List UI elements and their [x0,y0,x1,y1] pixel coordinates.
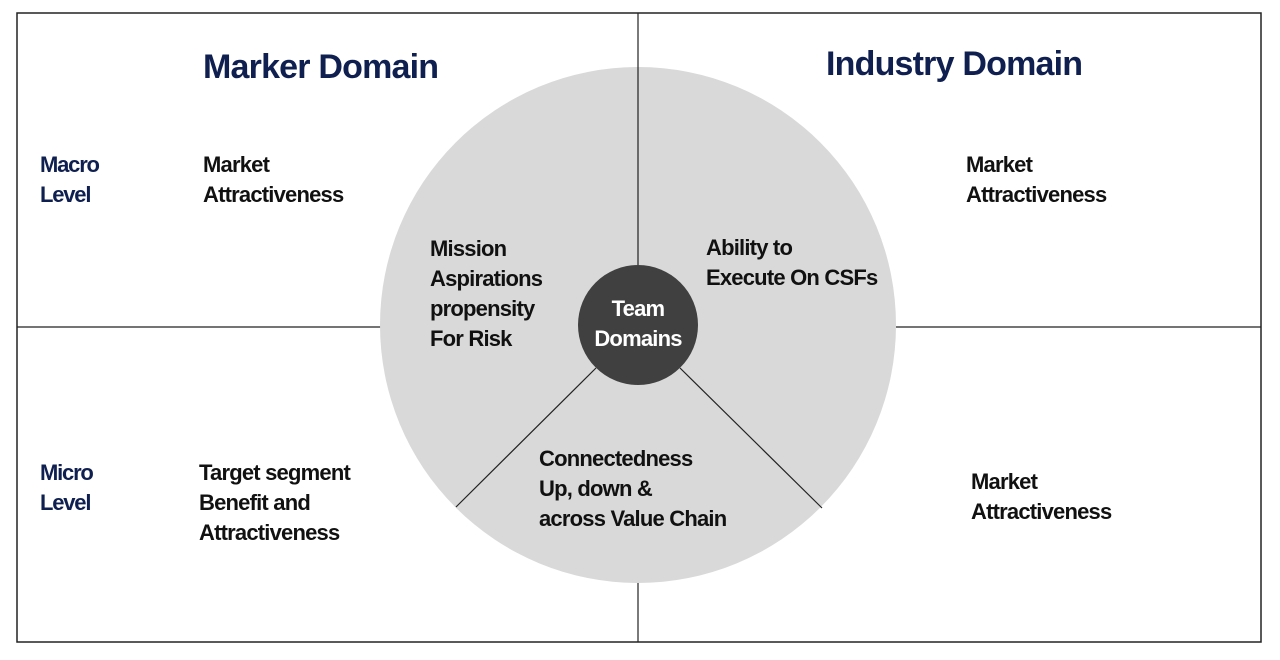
text-line: Connectedness [539,446,693,471]
text-line: Benefit and [199,490,311,515]
label-micro-level: Micro Level [40,458,94,518]
text-line: across Value Chain [539,506,727,531]
center-label: Team Domains [578,294,698,354]
quadrant-bottom-right-text: Market Attractiveness [971,467,1112,527]
segment-bottom-text: Connectedness Up, down & across Value Ch… [539,444,727,534]
title-industry-domain: Industry Domain [826,45,1083,83]
text-line: Attractiveness [203,182,344,207]
quadrant-top-left-text: Market Attractiveness [203,150,344,210]
label-line: Micro [40,460,94,485]
label-macro-level: Macro Level [40,150,100,210]
text-line: propensity [430,296,535,321]
text-line: For Risk [430,326,512,351]
text-line: Market [971,469,1038,494]
segment-divider-right [679,367,823,509]
label-line: Level [40,182,91,207]
text-line: Aspirations [430,266,543,291]
text-line: Domains [594,326,682,351]
text-line: Target segment [199,460,351,485]
segment-divider-left [455,367,597,508]
text-line: Market [966,152,1033,177]
text-line: Attractiveness [966,182,1107,207]
text-line: Attractiveness [199,520,340,545]
title-marker-domain: Marker Domain [203,48,439,86]
text-line: Ability to [706,235,793,260]
quadrant-top-right-text: Market Attractiveness [966,150,1107,210]
text-line: Attractiveness [971,499,1112,524]
segment-left-text: Mission Aspirations propensity For Risk [430,234,543,354]
text-line: Up, down & [539,476,653,501]
text-line: Team [611,296,665,321]
label-line: Macro [40,152,100,177]
quadrant-bottom-left-text: Target segment Benefit and Attractivenes… [199,458,351,548]
segment-right-text: Ability to Execute On CSFs [706,233,878,293]
text-line: Market [203,152,270,177]
center-circle [578,265,698,385]
text-line: Execute On CSFs [706,265,878,290]
text-line: Mission [430,236,507,261]
label-line: Level [40,490,91,515]
